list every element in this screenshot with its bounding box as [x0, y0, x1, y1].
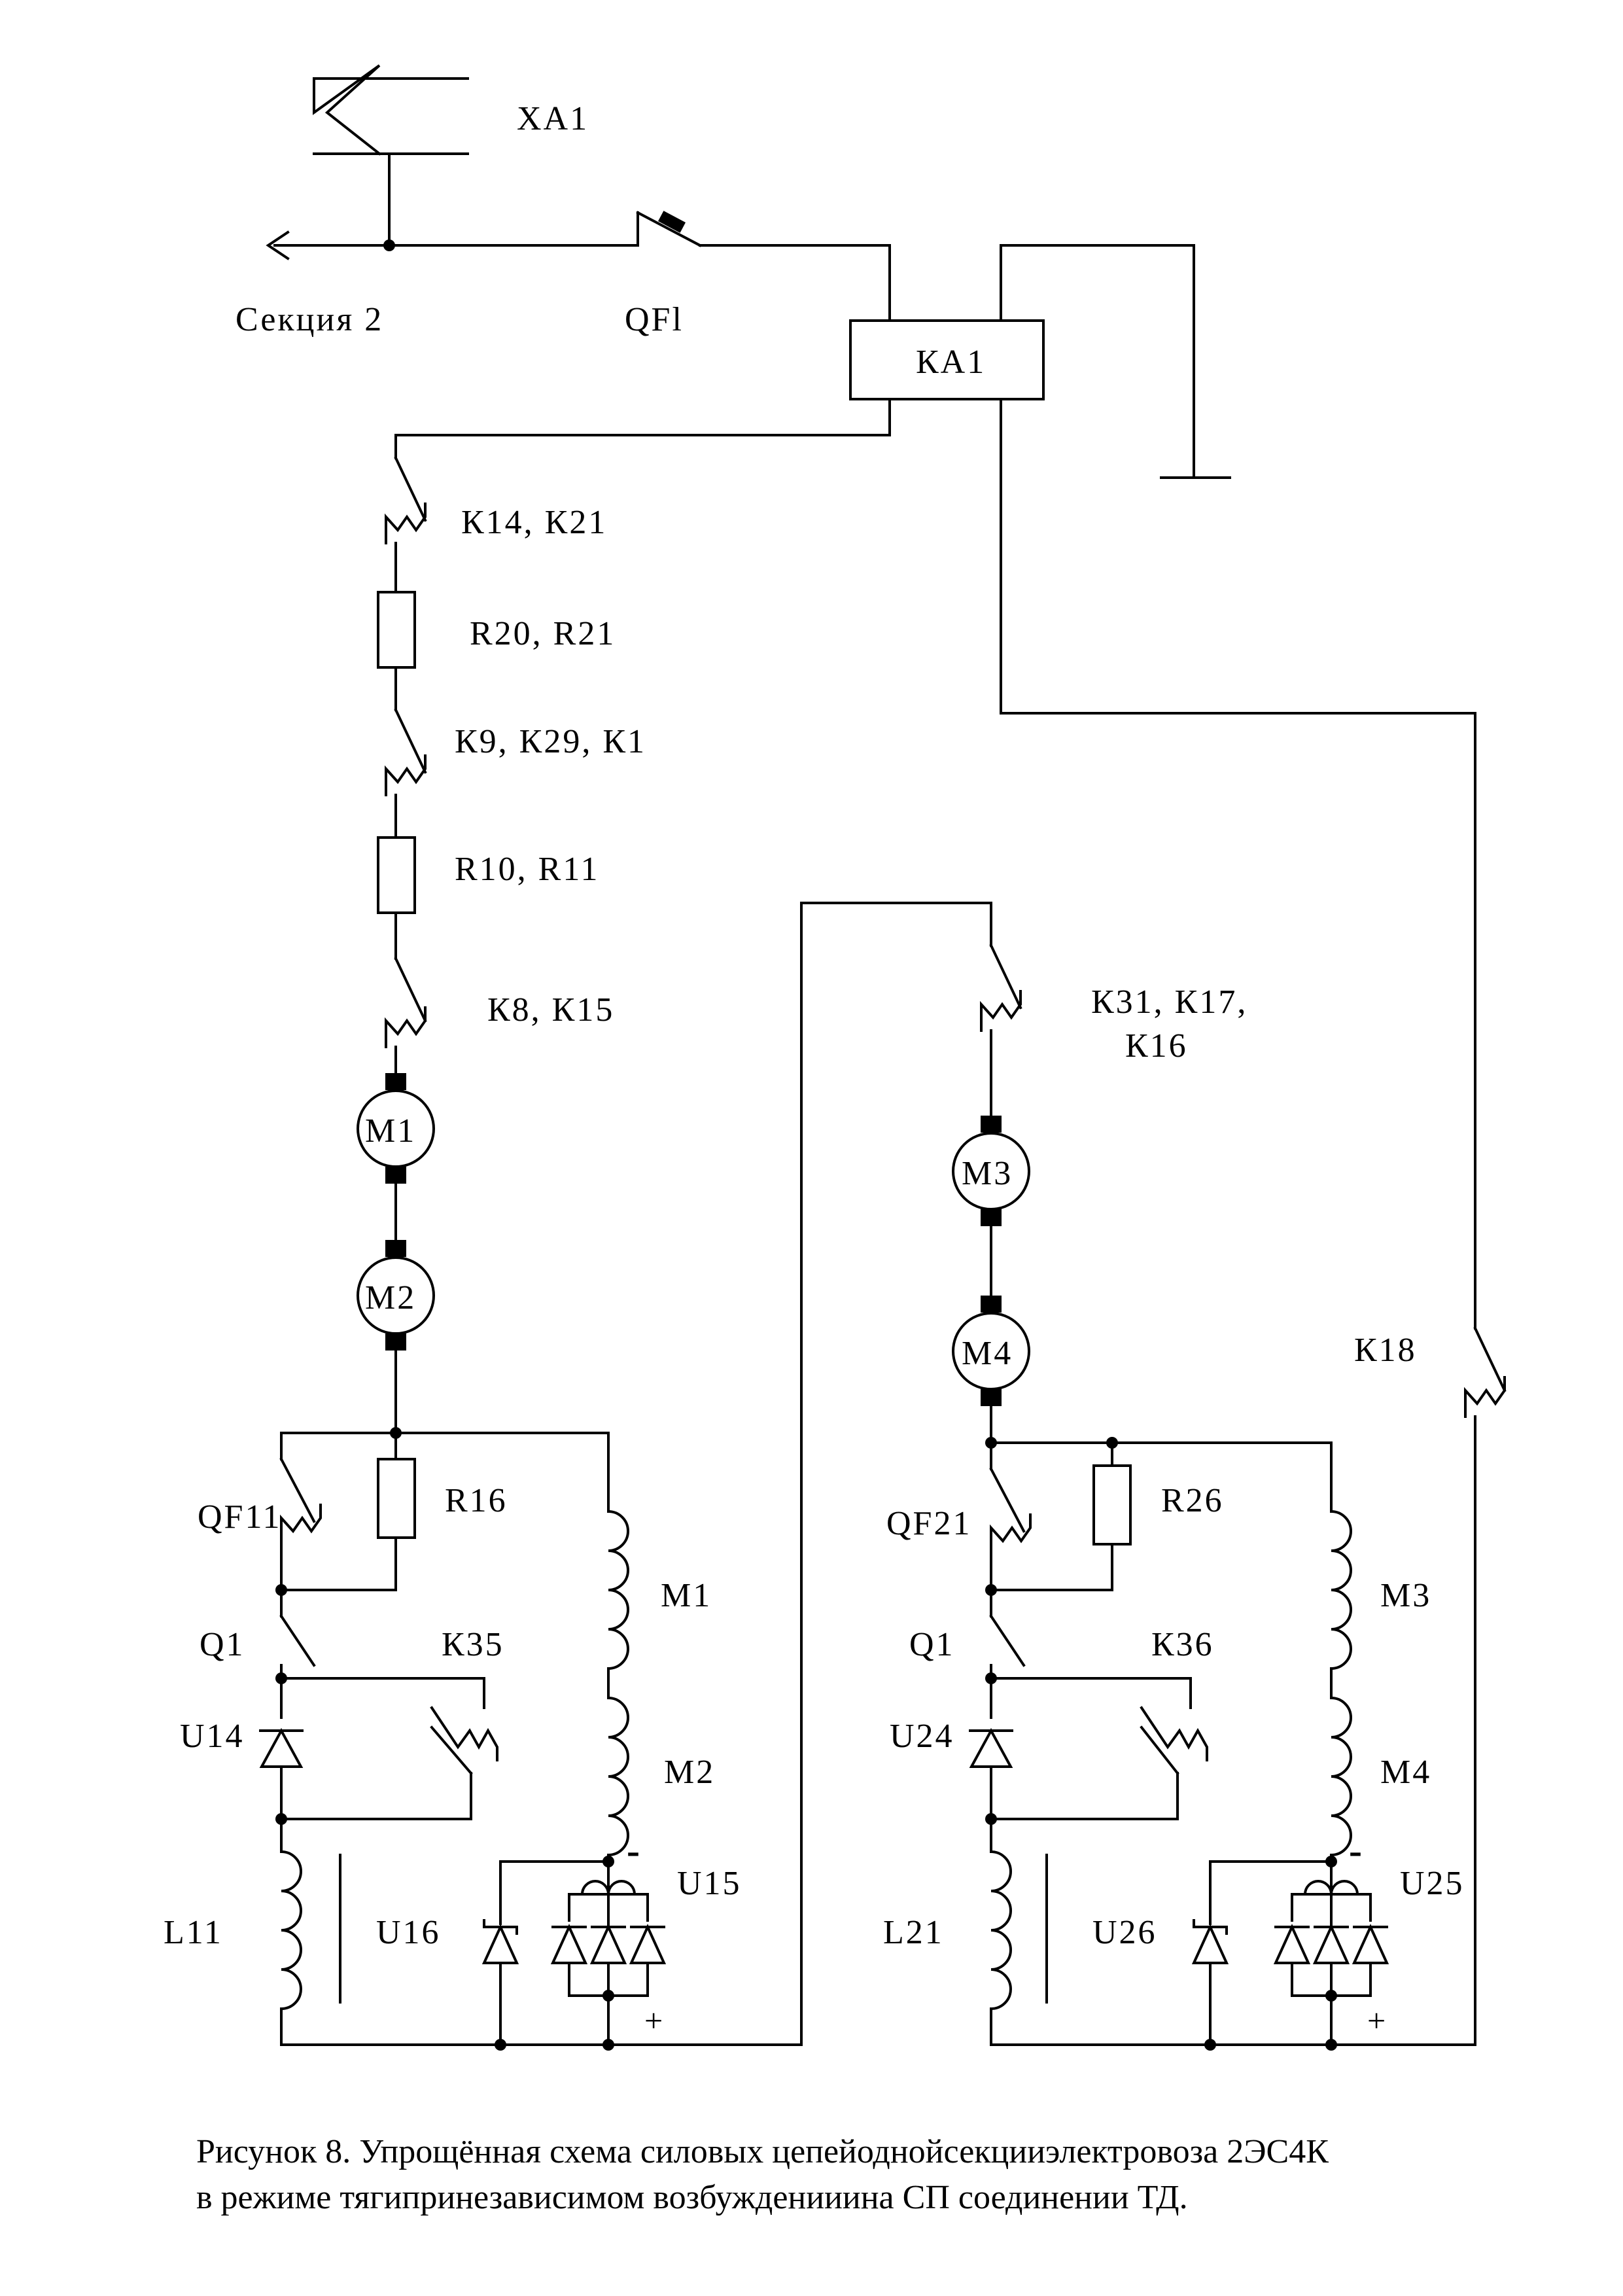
- label-q1-left: Q1: [200, 1626, 245, 1663]
- minus-right: -: [1349, 1829, 1362, 1872]
- label-ka1: КА1: [916, 344, 986, 381]
- label-qf21: QF21: [886, 1505, 971, 1542]
- label-k8-k15: К8, К15: [487, 991, 614, 1029]
- motor-m4: [952, 1296, 1030, 1444]
- label-k36: К36: [1151, 1626, 1214, 1663]
- label-motor-m1: M1: [365, 1112, 416, 1150]
- label-r16: R16: [445, 1482, 508, 1519]
- right-chain-wiring: [980, 944, 1022, 1117]
- breaker-qf1: [636, 211, 891, 322]
- label-motor-m3: M3: [962, 1155, 1013, 1192]
- label-field-m1: M1: [661, 1577, 712, 1614]
- left-chain-wiring: [377, 398, 891, 1087]
- k18-return-line: [990, 398, 1507, 2046]
- label-u14: U14: [180, 1718, 245, 1755]
- label-section-2: Секция 2: [236, 301, 383, 338]
- label-l21: L21: [883, 1914, 944, 1951]
- label-r20-r21: R20, R21: [470, 615, 616, 652]
- label-k16: К16: [1125, 1027, 1188, 1065]
- label-r26: R26: [1161, 1482, 1224, 1519]
- label-field-m3: M3: [1380, 1577, 1431, 1614]
- label-motor-m4: M4: [962, 1335, 1013, 1372]
- label-qf11: QF11: [198, 1498, 282, 1536]
- left-excitation-block: [259, 902, 992, 2051]
- motor-m2: [357, 1240, 435, 1434]
- label-u15: U15: [677, 1865, 742, 1902]
- label-qf1: QFl: [625, 301, 684, 338]
- label-u26: U26: [1092, 1914, 1157, 1951]
- label-l11: L11: [164, 1914, 223, 1951]
- relay-ka1: [849, 244, 1231, 479]
- label-k35: К35: [442, 1626, 504, 1663]
- label-k18: К18: [1354, 1332, 1417, 1369]
- label-q1-right: Q1: [909, 1626, 955, 1663]
- motor-m1: [357, 1073, 435, 1241]
- plus-right: +: [1367, 2002, 1386, 2039]
- section2-feeder: [266, 230, 639, 260]
- label-u25: U25: [1400, 1865, 1465, 1902]
- label-xa1: XA1: [517, 100, 589, 137]
- label-r10-r11: R10, R11: [455, 851, 599, 888]
- label-u16: U16: [376, 1914, 441, 1951]
- label-field-m4: M4: [1380, 1754, 1431, 1791]
- motor-m3: [952, 1116, 1030, 1297]
- label-k9-k29-k1: К9, К29, К1: [455, 723, 646, 760]
- plus-left: +: [644, 2002, 663, 2039]
- right-excitation-block: [969, 1437, 1389, 2051]
- minus-left: -: [627, 1829, 640, 1872]
- label-field-m2: M2: [664, 1754, 715, 1791]
- label-motor-m2: M2: [365, 1279, 416, 1316]
- caption-line-1: Рисунок 8. Упрощённая схема силовых цепе…: [196, 2133, 1329, 2170]
- pantograph-xa1: [313, 64, 469, 247]
- caption-line-2: в режиме тягипринезависимом возбуждениии…: [196, 2179, 1188, 2216]
- label-k14-k21: К14, К21: [461, 504, 607, 541]
- label-u24: U24: [890, 1718, 954, 1755]
- label-k31-k17: К31, К17,: [1091, 983, 1248, 1021]
